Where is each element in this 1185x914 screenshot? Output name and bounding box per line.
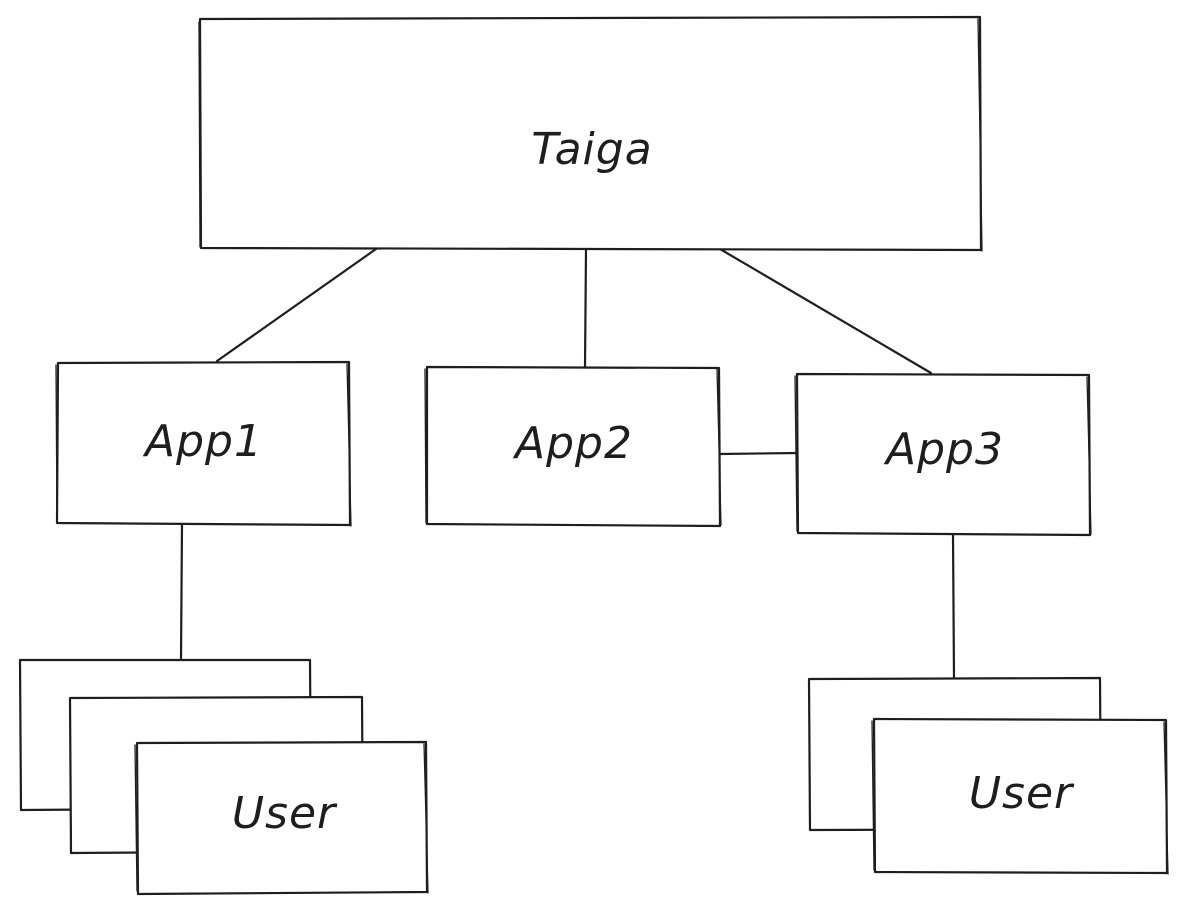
taiga-box-sketch-line xyxy=(198,18,983,252)
app2-box-sketch-line xyxy=(424,368,722,526)
user-card-front xyxy=(135,740,429,896)
user-card-front-sketch-line xyxy=(871,720,1169,875)
edge-taiga-app3 xyxy=(718,247,933,375)
app3-box xyxy=(795,372,1092,537)
app3-node: App3 xyxy=(794,372,1092,537)
connectors xyxy=(179,247,956,681)
user-group-2-label: User xyxy=(969,768,1075,819)
app3-label: App3 xyxy=(883,424,1004,475)
app3-box-sketch-line xyxy=(794,375,1092,535)
app1-box xyxy=(55,360,352,527)
taiga-box xyxy=(198,15,983,252)
app2-node: App2 xyxy=(424,365,722,528)
edge-taiga-app2 xyxy=(583,247,588,370)
taiga-label: Taiga xyxy=(531,124,652,175)
edge-app2-app3 xyxy=(718,451,800,456)
edge-app1-users xyxy=(179,522,184,661)
app2-box xyxy=(425,365,722,528)
taiga-node: Taiga xyxy=(198,15,983,252)
user-group-1-label: User xyxy=(232,788,338,839)
app1-label: App1 xyxy=(142,416,263,467)
user-card-front xyxy=(872,717,1169,875)
app2-label: App2 xyxy=(512,418,633,469)
edge-taiga-app1 xyxy=(215,247,378,363)
app1-node: App1 xyxy=(55,360,352,527)
app1-box-sketch-line xyxy=(55,363,352,527)
user-card-front-sketch-line xyxy=(134,743,429,894)
user-group-1: User xyxy=(18,658,429,896)
edge-app3-users xyxy=(951,532,956,681)
user-group-2: User xyxy=(807,676,1169,875)
